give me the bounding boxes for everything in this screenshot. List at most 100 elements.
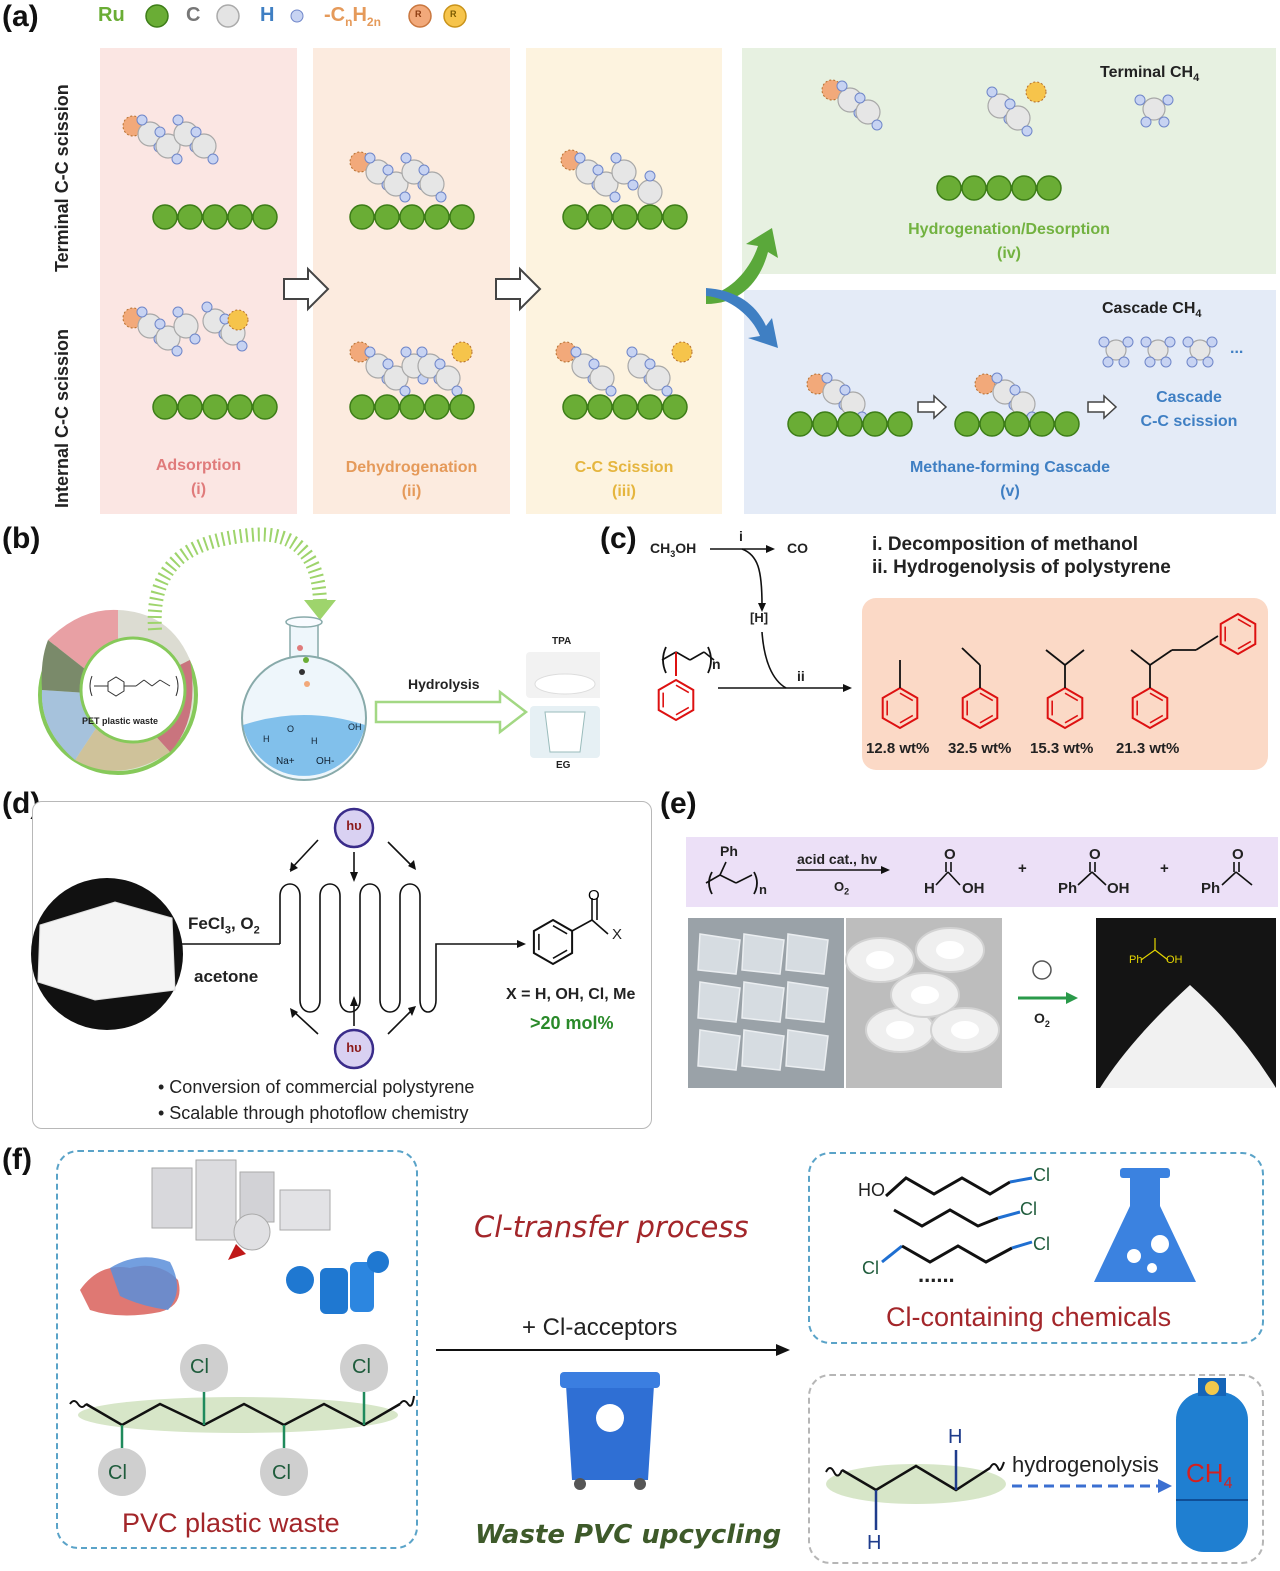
h-to-main-curve <box>761 631 787 689</box>
acceptors-label: + Cl-acceptors <box>522 1314 678 1341</box>
hydrogen-atom <box>399 385 411 397</box>
ru-surface-atom <box>887 411 913 437</box>
ru-surface-atom <box>424 204 450 230</box>
legend-r2: R <box>450 9 457 19</box>
falling-dot <box>297 645 303 651</box>
hydrogen-atom <box>839 384 851 396</box>
arrow-ii-iii <box>495 266 542 312</box>
panel-c-scheme <box>657 545 1257 730</box>
light-ray-top <box>387 841 415 869</box>
c-cl-bond-blue <box>997 1210 1021 1220</box>
hydrogen-atom <box>1118 356 1130 368</box>
stage-cc-scission: C-C Scission (iii) <box>526 48 722 514</box>
ru-surface-atom <box>374 204 400 230</box>
hydrogen-atom <box>171 153 183 165</box>
ru-surface-atom <box>152 204 178 230</box>
ch3oh-label: CH3OH <box>650 540 697 559</box>
pvc-valve-icon <box>279 1189 331 1231</box>
plus-2: + <box>1160 860 1169 877</box>
ru-surface-atom <box>1029 411 1055 437</box>
product-ph: Ph <box>1129 954 1143 966</box>
cl-up-2: Cl <box>352 1356 371 1378</box>
hydrogen-atom <box>400 346 412 358</box>
transfer-arrowhead <box>304 600 336 620</box>
benzoic-ph: Ph <box>1058 880 1078 897</box>
hydrogenation-num: (iv) <box>997 245 1021 262</box>
flask-rim <box>285 616 323 628</box>
polystyrene-foam <box>37 901 176 1001</box>
yield-label: >20 mol% <box>530 1013 614 1033</box>
carbon-atom <box>611 159 637 185</box>
stage-name: Dehydrogenation <box>345 459 478 476</box>
ru-surface-atom <box>252 394 278 420</box>
blue-fitting-icon <box>367 1251 389 1273</box>
light-ray-bottom <box>291 1009 319 1035</box>
photoflow-reactor <box>279 883 520 1013</box>
formic-h: H <box>924 880 935 897</box>
panel-label-f: (f) <box>2 1143 32 1176</box>
chemicals-box <box>808 1152 1264 1344</box>
methane-cascade-num: (v) <box>1000 483 1020 500</box>
chloroalkane-chain <box>893 1208 999 1228</box>
legend-h-label: H <box>260 4 275 26</box>
ru-surface-atom <box>961 175 987 201</box>
cup-center <box>951 1021 979 1039</box>
o2-label: O2 <box>834 879 850 897</box>
formic-o: O <box>944 846 956 863</box>
ru-surface-atom <box>227 204 253 230</box>
ru-surface-atom <box>612 394 638 420</box>
water-h1: H <box>263 734 270 744</box>
hydrogen-atom <box>1160 356 1172 368</box>
c-cl-bond-blue <box>881 1244 903 1264</box>
h-down-label: H <box>867 1532 882 1554</box>
eg-oh-label: OH <box>348 722 362 732</box>
hydrogen-atom <box>570 346 582 358</box>
hydrogen-atom <box>416 346 428 358</box>
cl-chem-4: Cl <box>862 1258 879 1278</box>
r-yellow-icon <box>443 4 467 28</box>
hydrogenolysis-arrowhead <box>1158 1479 1172 1493</box>
hydrogen-atom <box>435 191 447 203</box>
hydrogen-atom <box>1122 336 1134 348</box>
panel-a-illustration <box>122 79 1218 437</box>
hydrogen-atom <box>1140 116 1152 128</box>
chain-wave-left <box>69 1400 87 1408</box>
aromatic-bond <box>979 692 994 702</box>
green-curved-arrow <box>706 228 778 304</box>
cl-atom-up <box>340 1344 388 1392</box>
hydrogen-atom <box>1158 116 1170 128</box>
c-x-bond <box>591 919 609 935</box>
arrow-i-ii <box>283 266 330 312</box>
acetophenone-o: O <box>1232 846 1244 863</box>
chloroalcohol-chain <box>884 1176 1011 1198</box>
bond-line <box>735 874 753 884</box>
plastic-piece <box>785 933 829 975</box>
c-cl-bond-blue <box>1011 1240 1033 1250</box>
carbon-atom <box>645 365 671 391</box>
light-source-bottom-icon <box>333 1028 375 1070</box>
bond-line <box>935 871 949 886</box>
hydrogen-atom <box>610 152 622 164</box>
falling-dot <box>303 657 309 663</box>
cascade-ellipsis: ... <box>1230 340 1244 357</box>
cup-center <box>911 986 939 1004</box>
ru-surface-atom <box>177 204 203 230</box>
chain-wave-right <box>399 1395 415 1407</box>
pvc-pipe-icon <box>151 1167 193 1229</box>
hydrogen-atom <box>136 306 148 318</box>
formic-oh: OH <box>962 880 985 897</box>
flame-icon <box>1205 1381 1219 1395</box>
hydrogen-atom <box>609 191 621 203</box>
ru-surface-atom <box>1054 411 1080 437</box>
aromatic-bond <box>1064 714 1079 724</box>
plastic-piece <box>697 1029 741 1071</box>
bond-line <box>689 651 705 661</box>
hydrogen-atom <box>434 358 446 370</box>
aromatic-bond <box>899 692 914 702</box>
ru-surface-atom <box>349 204 375 230</box>
hydrogen-atom <box>588 358 600 370</box>
hydrogen-atom <box>986 86 998 98</box>
hv-bottom-label: hυ <box>346 1040 362 1055</box>
stage-dehydrogenation: Dehydrogenation (ii) <box>313 48 510 514</box>
aromatic-bond <box>1149 692 1164 702</box>
